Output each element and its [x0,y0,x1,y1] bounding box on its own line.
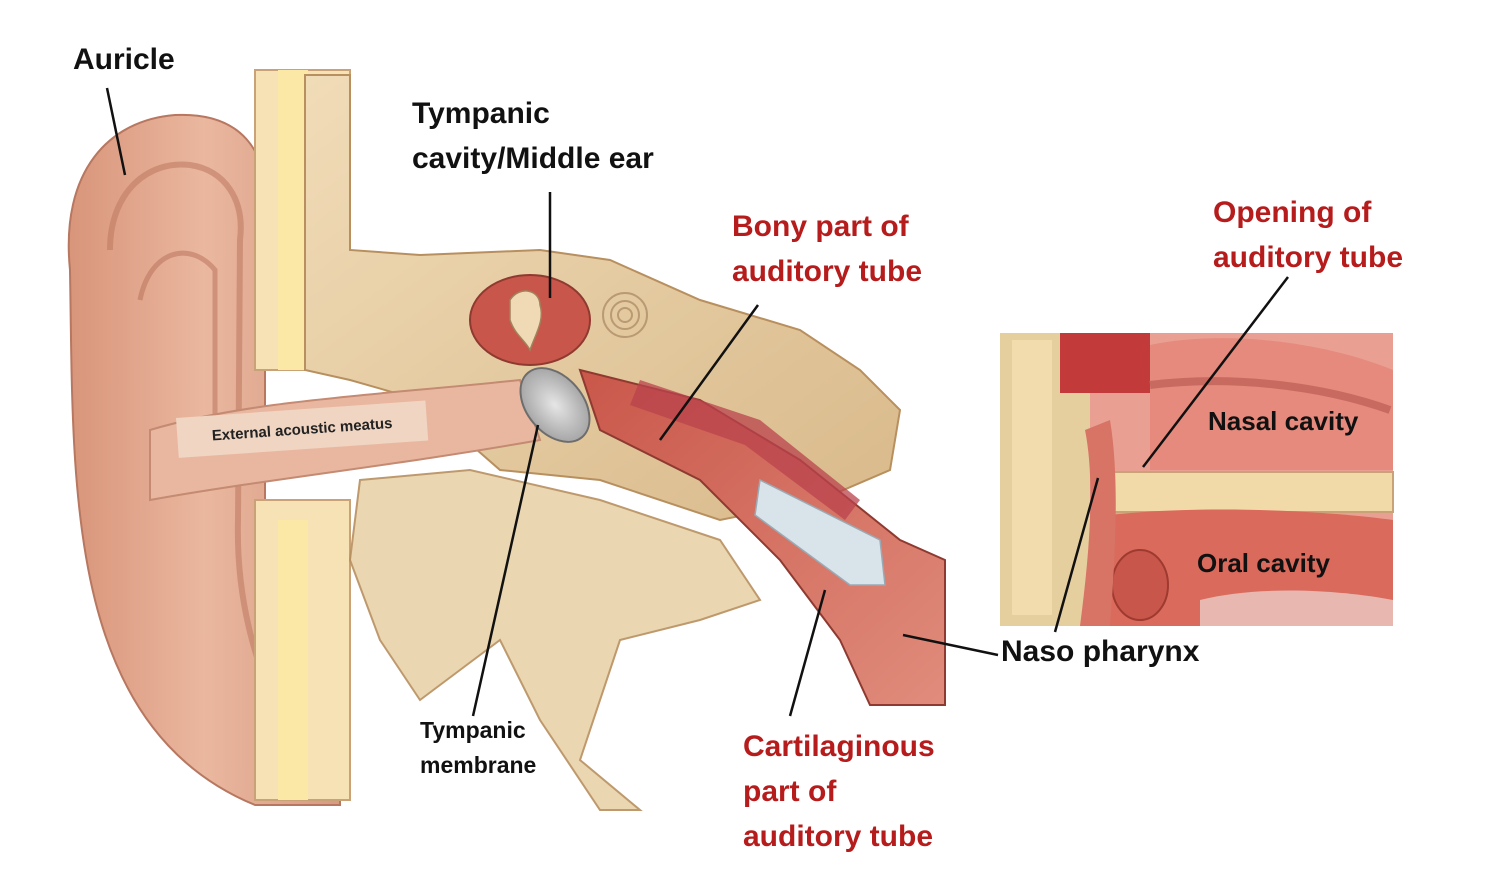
leader-bony-part [658,304,760,441]
label-tympanic-cavity-line2: cavity/Middle ear [412,142,654,175]
leader-cartilaginous [788,589,827,717]
label-bony-part-line1: Bony part of [732,210,909,243]
label-tympanic-membrane-line2: membrane [420,752,537,778]
label-bony-part-line2: auditory tube [732,255,923,288]
label-tympanic-cavity-line1: Tympanic [412,97,550,130]
label-nasal-cavity: Nasal cavity [1208,406,1359,436]
tube-cartilage-shape [754,478,886,586]
label-cartilaginous-line1: Cartilaginous [743,730,935,763]
leader-naso-pharynx-main [902,633,999,657]
tympanic-membrane-shape [519,367,591,443]
cochlea-shape [602,292,648,338]
nasal-inset [1000,333,1394,626]
label-cartilaginous-line2: part of [743,775,837,808]
label-naso-pharynx: Naso pharynx [1001,635,1200,668]
label-opening-line1: Opening of [1213,196,1372,229]
label-cartilaginous-line3: auditory tube [743,820,934,853]
label-external-acoustic-meatus: External acoustic meatus [211,414,393,445]
leader-lines [105,87,1289,717]
label-oral-cavity: Oral cavity [1197,548,1330,578]
label-opening-line2: auditory tube [1213,241,1404,274]
tube-muscle-shape [630,380,860,520]
leader-auricle [105,87,127,176]
label-tympanic-membrane-line1: Tympanic [420,717,526,743]
ossicles-shape [509,290,542,352]
leader-opening [1142,276,1289,468]
leader-naso-pharynx-inset [1053,477,1100,633]
label-auricle: Auricle [73,43,175,76]
leader-tympanic-membrane [471,424,540,717]
